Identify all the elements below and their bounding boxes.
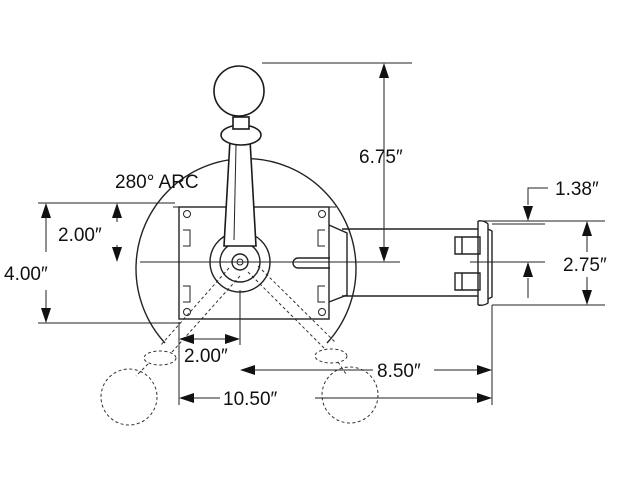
lever-height-label: 6.75″ — [359, 147, 403, 168]
dim-bracket — [582, 221, 592, 305]
length-1050-label: 10.50″ — [223, 389, 278, 410]
cable-slot — [292, 257, 330, 269]
dim-full-height — [41, 203, 51, 323]
cable-bracket — [342, 220, 493, 306]
extension-lines — [38, 62, 605, 405]
half-width-label: 2.00″ — [184, 346, 228, 367]
dim-half-width — [179, 334, 240, 344]
handle — [213, 65, 265, 247]
length-850-label: 8.50″ — [377, 361, 421, 382]
half-height-label: 2.00″ — [58, 225, 102, 246]
dim-offset — [523, 187, 548, 298]
bracket-label: 2.75″ — [563, 255, 607, 276]
offset-label: 1.38″ — [555, 179, 599, 200]
arc-label: 280° ARC — [115, 172, 199, 193]
dim-lever-height — [379, 63, 389, 262]
full-height-label: 4.00″ — [4, 264, 48, 285]
swing-position-right — [247, 265, 379, 424]
dim-length-850 — [240, 365, 492, 375]
dim-half-height — [112, 203, 122, 262]
dim-length-1050 — [179, 393, 492, 403]
